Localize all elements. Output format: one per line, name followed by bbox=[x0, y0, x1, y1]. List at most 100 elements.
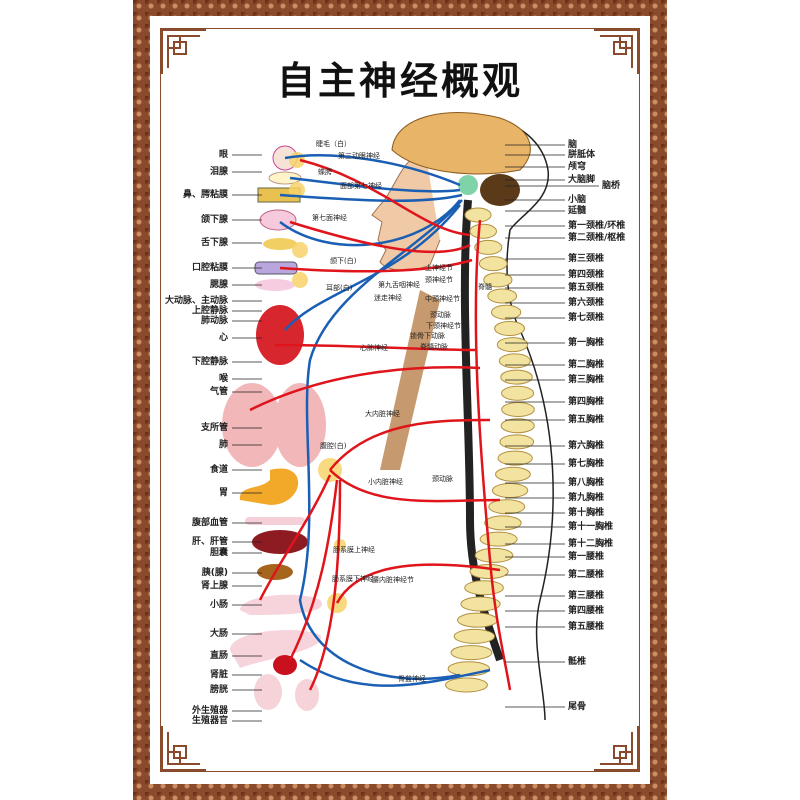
vertebra bbox=[500, 418, 535, 434]
organ-label: 胆囊 bbox=[209, 548, 228, 558]
pelvic-nerve bbox=[299, 658, 491, 687]
lacrimal-gland bbox=[268, 171, 302, 185]
abdominal-vessel bbox=[245, 517, 305, 525]
nerve-label: 第七面神经 bbox=[312, 214, 347, 222]
esophagus bbox=[380, 290, 440, 470]
anatomy-label: 第二胸椎 bbox=[568, 360, 605, 370]
nerve-label: 中颈神经节 bbox=[425, 295, 460, 303]
vertebra bbox=[464, 580, 504, 596]
kidney bbox=[273, 655, 297, 675]
submandibular-gland bbox=[259, 209, 297, 231]
organ-label: 大肠 bbox=[209, 629, 228, 639]
nerve-label: 小内脏神经 bbox=[368, 478, 403, 486]
anatomy-label: 第三胸椎 bbox=[568, 375, 605, 385]
submandibular-ganglion bbox=[292, 242, 308, 258]
lumbar-splanchnic-nerve bbox=[335, 563, 501, 604]
anatomy-label: 第四颈椎 bbox=[568, 270, 605, 280]
otic-ganglion bbox=[292, 272, 308, 288]
anatomy-label: 第六胸椎 bbox=[568, 441, 605, 451]
organ-label: 肝、肝管 bbox=[191, 537, 228, 547]
sympathetic-nerve bbox=[258, 474, 332, 601]
vertebra bbox=[495, 466, 531, 482]
parotid-gland bbox=[255, 279, 295, 291]
organ-label: 直肠 bbox=[209, 651, 228, 661]
vertebra bbox=[474, 239, 503, 255]
vertebra bbox=[464, 207, 492, 223]
anatomy-label: 颅穹 bbox=[568, 162, 587, 172]
anatomy-label: 第六颈椎 bbox=[568, 298, 605, 308]
bladder bbox=[254, 674, 282, 710]
nerve-label: 颈动脉 bbox=[430, 311, 451, 319]
anatomy-label: 第二颈椎/枢椎 bbox=[568, 233, 626, 243]
organ-label: 胰(腺) bbox=[201, 568, 228, 578]
anatomy-label: 胼胝体 bbox=[568, 150, 596, 160]
nerve-label: 面部第七神经 bbox=[340, 182, 382, 190]
organ-label: 颌下腺 bbox=[200, 215, 228, 225]
organ-label: 鼻、腭粘膜 bbox=[182, 190, 228, 200]
cerebellum bbox=[480, 174, 520, 206]
anatomy-label: 第三颈椎 bbox=[568, 254, 605, 264]
organ-label: 下腔静脉 bbox=[191, 357, 228, 367]
anatomy-label: 第五胸椎 bbox=[568, 415, 605, 425]
vertebra bbox=[494, 320, 526, 336]
superior-mesenteric-ganglion bbox=[334, 539, 346, 551]
anatomy-label: 第一颈椎/环椎 bbox=[568, 221, 626, 231]
lung-left bbox=[222, 383, 282, 467]
organ-label: 大动脉、主动脉 bbox=[164, 296, 228, 306]
organ-label: 膀胱 bbox=[209, 685, 228, 695]
anatomy-label: 骶椎 bbox=[568, 657, 587, 667]
anatomy-label: 第八胸椎 bbox=[568, 478, 605, 488]
body-silhouette bbox=[414, 114, 554, 721]
inner-border bbox=[160, 28, 640, 772]
nerve-label: 耳部(白) bbox=[326, 284, 353, 292]
brainstem bbox=[458, 175, 478, 195]
nerve-label: 迷走神经 bbox=[374, 294, 402, 302]
organ-label: 舌下腺 bbox=[200, 238, 228, 248]
organ-label: 生殖器官 bbox=[191, 716, 228, 726]
vertebra bbox=[499, 434, 535, 450]
sympathetic-nerve bbox=[288, 479, 339, 661]
corner-ornament-icon bbox=[161, 29, 206, 74]
anatomy-label: 第七胸椎 bbox=[568, 459, 605, 469]
vertebra bbox=[488, 499, 526, 515]
anatomy-label: 第四胸椎 bbox=[568, 397, 605, 407]
nerve-label: 第九舌咽神经 bbox=[378, 281, 420, 289]
organ-label: 胃 bbox=[218, 488, 228, 498]
anatomy-label: 延髓 bbox=[568, 206, 587, 216]
vertebra bbox=[501, 385, 535, 401]
nerve-label: 腰内脏神经节 bbox=[372, 576, 414, 584]
vertebra bbox=[460, 596, 501, 612]
sympathetic-nerve bbox=[249, 366, 481, 412]
nerve-label: 颌下(白) bbox=[330, 257, 357, 265]
sympathetic-nerve bbox=[299, 158, 471, 237]
cardiac-nerve bbox=[274, 343, 476, 352]
anatomy-label: 第三腰椎 bbox=[568, 591, 605, 601]
anatomy-label: 第五颈椎 bbox=[568, 283, 605, 293]
nerve-label: 大内脏神经 bbox=[365, 410, 400, 418]
nerve-label: 脊髓 bbox=[478, 283, 492, 291]
vertebra bbox=[457, 612, 498, 628]
vertebra bbox=[478, 256, 508, 272]
nerve-label: 颈动脉 bbox=[432, 475, 453, 483]
organ-label: 肺 bbox=[218, 440, 228, 450]
anatomy-label: 脑 bbox=[568, 140, 578, 150]
vertebra bbox=[491, 483, 529, 499]
organ-label: 腹部血管 bbox=[191, 518, 228, 528]
anatomy-label: 第一腰椎 bbox=[568, 552, 605, 562]
vertebra bbox=[500, 369, 533, 385]
anatomy-label: 第九胸椎 bbox=[568, 493, 605, 503]
vertebra bbox=[444, 677, 488, 693]
nerve-label: 颈神经节 bbox=[425, 276, 453, 284]
nerve-label: 肠系膜下神经 bbox=[332, 575, 374, 583]
organ-label: 支所管 bbox=[200, 423, 228, 433]
organ-label: 肾脏 bbox=[209, 670, 228, 680]
organ-label: 上腔静脉 bbox=[191, 306, 228, 316]
poster-title: 自主神经概观 bbox=[276, 59, 523, 103]
vertebra bbox=[496, 337, 529, 353]
sympathetic-nerve bbox=[279, 258, 473, 273]
greater-splanchnic-nerve bbox=[329, 418, 491, 471]
organ-label: 肾上腺 bbox=[200, 581, 228, 591]
parasympathetic-nerve bbox=[284, 154, 461, 187]
nerve-label: 蝶腭 bbox=[318, 168, 332, 176]
